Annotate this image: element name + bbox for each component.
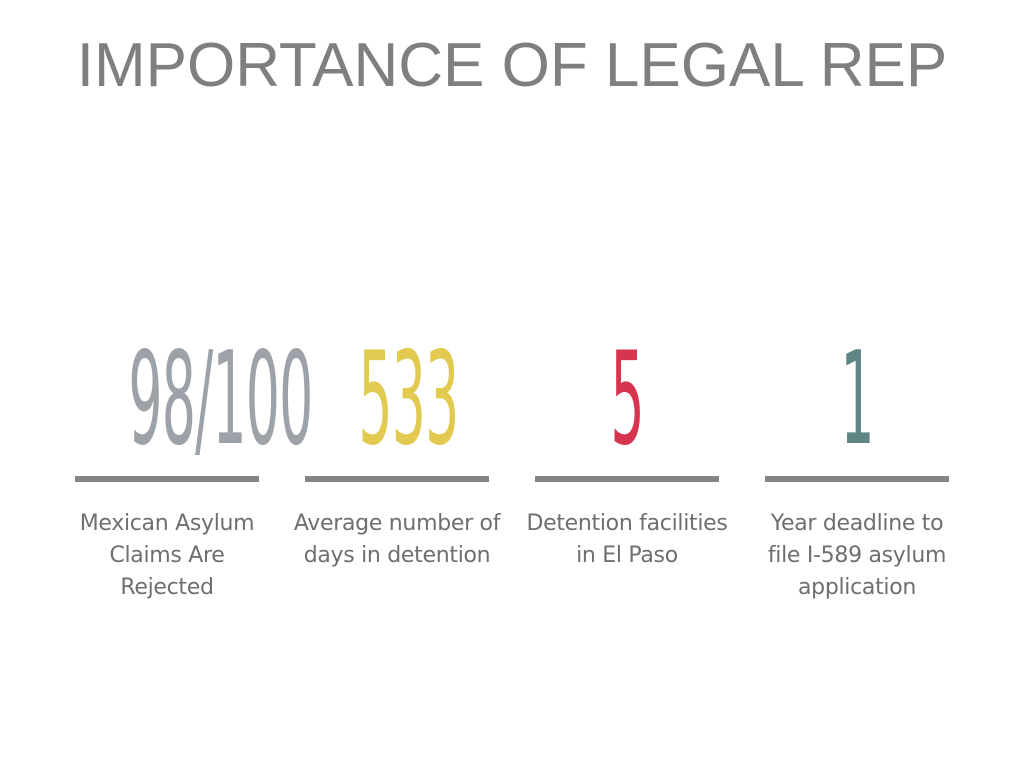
stat-detention-days: 533 Average number of days in detention [294, 325, 501, 569]
divider [535, 476, 719, 482]
stat-number: 1 [840, 325, 874, 474]
stat-mexican-asylum: 98/100 Mexican Asylum Claims Are Rejecte… [75, 325, 313, 600]
stat-number: 533 [358, 325, 459, 474]
slide-title: IMPORTANCE OF LEGAL REP [76, 31, 948, 100]
stat-caption: Average number of days in detention [293, 511, 501, 568]
divider [75, 476, 259, 482]
stat-number: 5 [610, 325, 644, 474]
stat-filing-deadline: 1 Year deadline to file I-589 asylum app… [765, 325, 949, 600]
stat-number: 98/100 [128, 325, 313, 474]
stat-caption: Year deadline to file I-589 asylum appli… [767, 511, 947, 600]
stat-caption: Detention facilities in El Paso [526, 511, 728, 568]
divider [305, 476, 489, 482]
stat-detention-facilities: 5 Detention facilities in El Paso [526, 325, 727, 569]
divider [765, 476, 949, 482]
stat-caption: Mexican Asylum Claims Are Rejected [79, 511, 255, 600]
